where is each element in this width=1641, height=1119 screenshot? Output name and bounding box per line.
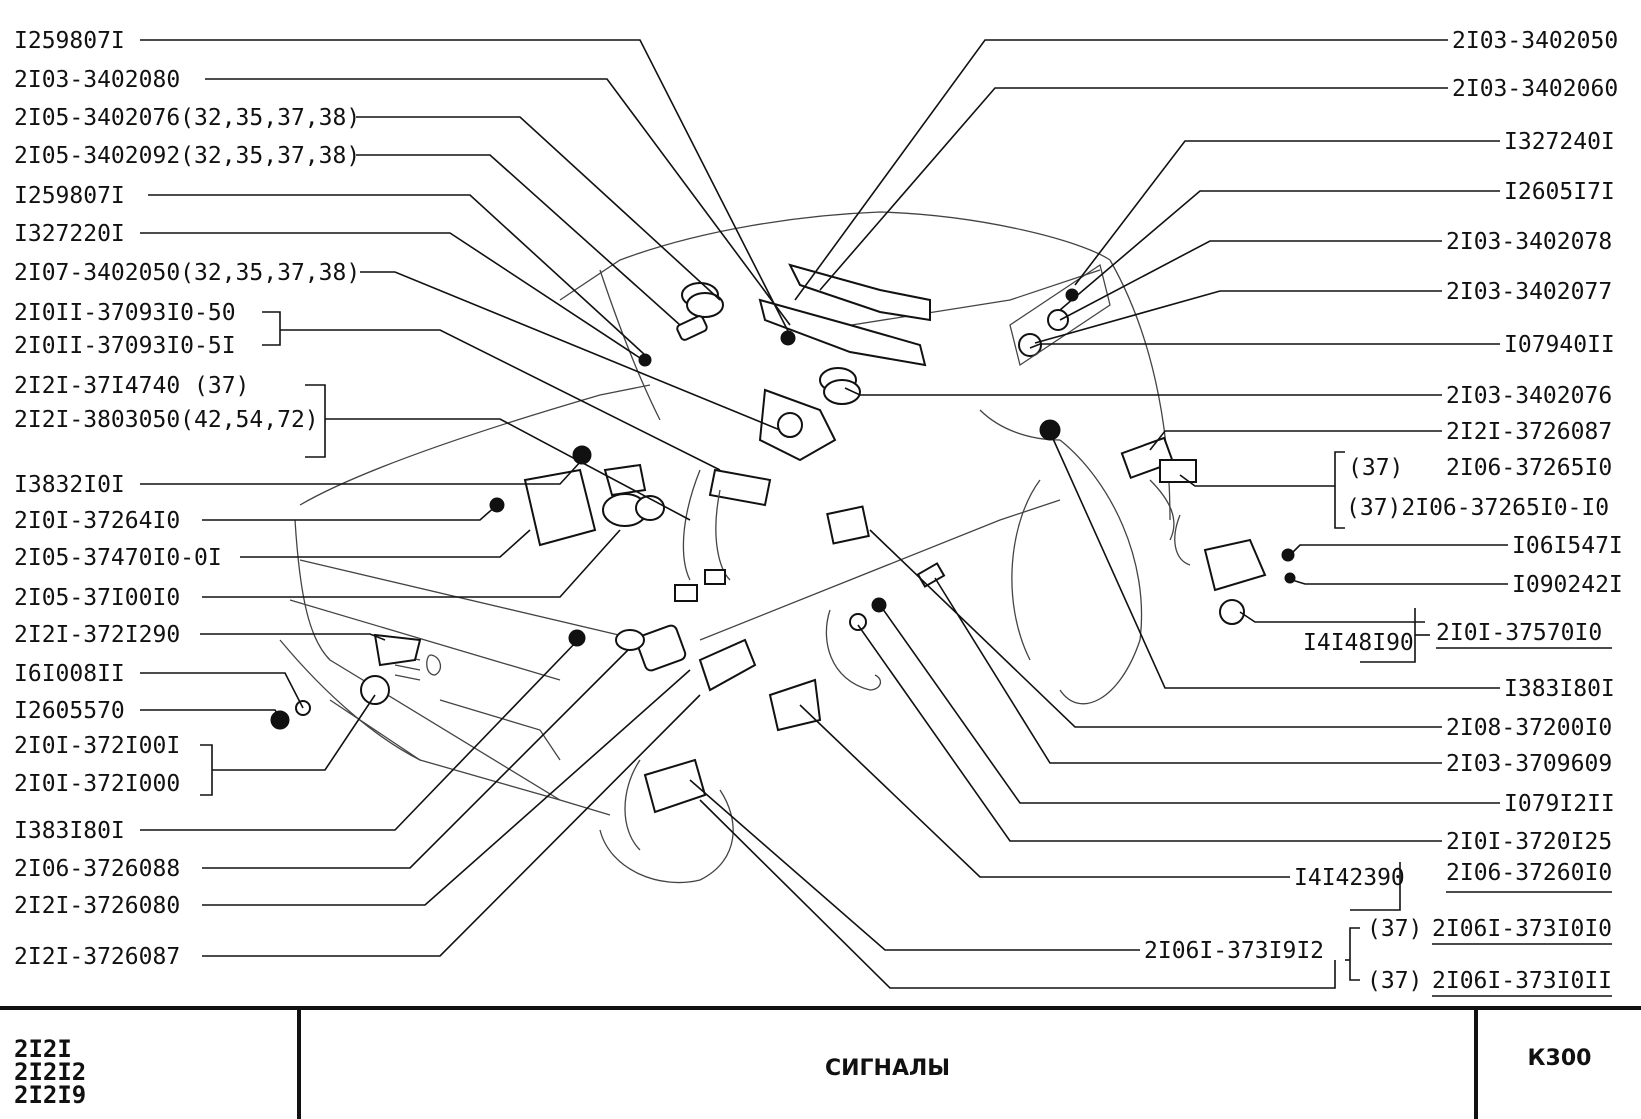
- part-number-label: 2I03-3402077: [1446, 279, 1612, 305]
- part-number-label: 2I2I-372I290: [14, 622, 180, 648]
- rear-lamp-parts: [916, 436, 1267, 625]
- part-number-label: I07940II: [1504, 332, 1615, 358]
- model-list: 2I2I 2I2I2 2I2I9: [14, 1035, 274, 1109]
- exploded-parts-diagram: I259807I 2I03-3402080 2I05-3402076(32,35…: [14, 28, 1623, 997]
- part-number-label: I383I80I: [1504, 676, 1615, 702]
- relay-unit-part: [523, 463, 647, 547]
- part-number-label: 2I08-37200I0: [1446, 715, 1612, 741]
- title-block-divider: [1474, 1006, 1478, 1119]
- part-number-label: 2I0I-37570I0: [1436, 620, 1602, 646]
- title-block: [0, 1006, 1641, 1119]
- part-number-label: I327240I: [1504, 129, 1615, 155]
- part-number-label: 2I0II-37093I0-50: [14, 300, 236, 326]
- part-number-label: 2I07-3402050(32,35,37,38): [14, 260, 360, 286]
- column-switch-part: [674, 388, 837, 602]
- part-number-label: 2I2I-3726087: [14, 944, 180, 970]
- part-number-label: (37): [1348, 455, 1403, 481]
- right-leader-lines: [689, 39, 1508, 989]
- part-number-label: 2I05-3402092(32,35,37,38): [14, 143, 360, 169]
- small-fasteners: [270, 288, 1296, 730]
- part-number-label: I6I008II: [14, 661, 125, 687]
- body-panel-right: [1009, 263, 1191, 566]
- part-number-label: I3832I0I: [14, 472, 125, 498]
- hazard-switch-part: [602, 493, 665, 527]
- sheet-code: К300: [1527, 1046, 1592, 1071]
- part-number-label: I383I80I: [14, 818, 125, 844]
- part-number-label: 2I06-3726088: [14, 856, 180, 882]
- part-number-label: I090242I: [1512, 572, 1623, 598]
- part-number-label: I4I42390: [1294, 865, 1405, 891]
- flasher-switch-part: [826, 505, 870, 545]
- part-number-label: I2605I7I: [1504, 179, 1615, 205]
- part-number-label: 2I2I-3803050(42,54,72): [14, 407, 319, 433]
- part-number-label: I2605570: [14, 698, 125, 724]
- part-number-label: 2I0I-37264I0: [14, 508, 180, 534]
- horn-bracket-part: [758, 263, 931, 367]
- model-number: 2I2I: [14, 1035, 72, 1063]
- part-number-label: 2I05-37I00I0: [14, 585, 180, 611]
- title-block-divider: [297, 1006, 301, 1119]
- part-number-label: 2I06-37265I0: [1446, 455, 1612, 481]
- parts-drawings: [270, 263, 1296, 814]
- part-number-label: I4I48I90: [1303, 630, 1414, 656]
- part-number-label: 2I05-37470I0-0I: [14, 545, 222, 571]
- part-number-label: (37)2I06-37265I0-I0: [1346, 495, 1609, 521]
- horn-spring-part: [681, 282, 861, 405]
- car-body-outline: [279, 211, 1171, 884]
- part-number-label: 2I03-3402060: [1452, 76, 1618, 102]
- part-number-label: 2I03-3402080: [14, 67, 180, 93]
- part-number-label: 2I06I-373I0II: [1432, 968, 1612, 994]
- model-number: 2I2I9: [14, 1081, 87, 1109]
- part-number-label: 2I03-3709609: [1446, 751, 1612, 777]
- part-number-label: I06I547I: [1512, 533, 1623, 559]
- part-number-label: 2I05-3402076(32,35,37,38): [14, 105, 360, 131]
- part-number-label: 2I2I-37I4740 (37): [14, 373, 249, 399]
- part-number-label: I327220I: [14, 221, 125, 247]
- part-number-label: 2I06I-373I9I2: [1144, 938, 1324, 964]
- left-leader-lines: [140, 39, 791, 957]
- part-number-label: (37): [1367, 916, 1422, 942]
- part-number-label: 2I03-3402078: [1446, 229, 1612, 255]
- assembly-underlines: [1432, 647, 1612, 997]
- part-number-label: 2I06-37260I0: [1446, 860, 1612, 886]
- part-number-label: 2I0I-372I000: [14, 771, 180, 797]
- front-lamp-parts: [295, 609, 882, 814]
- part-number-label: 2I2I-3726087: [1446, 419, 1612, 445]
- part-number-label: I259807I: [14, 183, 125, 209]
- part-number-label: 2I0I-372I00I: [14, 733, 180, 759]
- part-number-label: 2I03-3402050: [1452, 28, 1618, 54]
- sheet-title: СИГНАЛЫ: [824, 1056, 951, 1081]
- part-number-label: I259807I: [14, 28, 125, 54]
- part-number-label: 2I0I-3720I25: [1446, 829, 1612, 855]
- part-number-label: 2I2I-3726080: [14, 893, 180, 919]
- right-part-labels: 2I03-3402050 2I03-3402060 I327240I I2605…: [1144, 28, 1623, 994]
- part-number-label: 2I0II-37093I0-5I: [14, 333, 236, 359]
- part-number-label: I079I2II: [1504, 791, 1615, 817]
- part-number-label: (37): [1367, 968, 1422, 994]
- left-part-labels: I259807I 2I03-3402080 2I05-3402076(32,35…: [14, 28, 360, 970]
- part-number-label: 2I03-3402076: [1446, 383, 1612, 409]
- part-number-label: 2I06I-373I0I0: [1432, 916, 1612, 942]
- model-number: 2I2I2: [14, 1058, 87, 1086]
